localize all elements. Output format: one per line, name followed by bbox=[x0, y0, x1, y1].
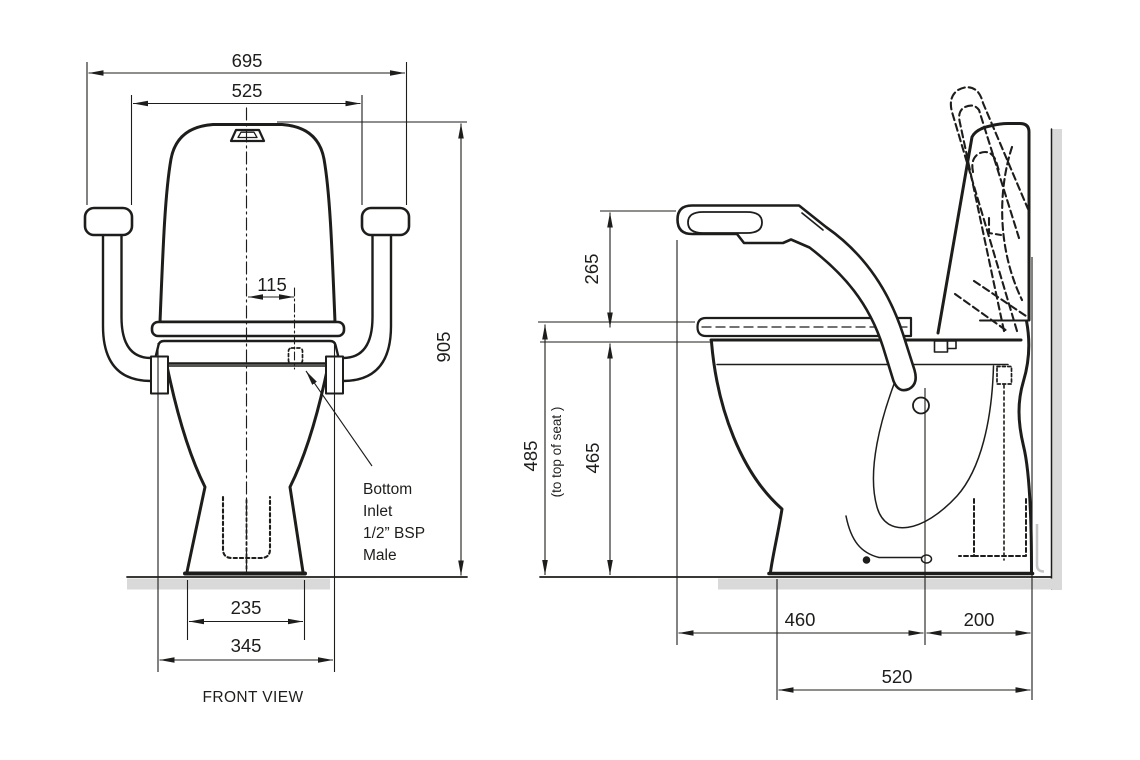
inlet-dashed-side bbox=[996, 365, 1013, 385]
armrest-left-pad bbox=[83, 206, 134, 237]
inlet-note-line3: 1/2” BSP bbox=[363, 525, 425, 542]
wall-shadow bbox=[1051, 129, 1062, 590]
bowl-inner-profile bbox=[872, 365, 995, 529]
dim-base-to-wall: 520 bbox=[776, 579, 1031, 700]
inlet-note-line4: Male bbox=[363, 547, 397, 564]
dim-between-armrests-label: 525 bbox=[232, 80, 263, 101]
dim-floor-to-seat: 485 (to top of seat ) bbox=[520, 321, 695, 575]
dim-base-width-label: 345 bbox=[231, 635, 262, 656]
dim-base-to-wall-label: 520 bbox=[882, 666, 913, 687]
flush-button bbox=[229, 128, 266, 143]
dim-base-width: 345 bbox=[157, 343, 336, 672]
dim-outlet-base-width: 235 bbox=[186, 580, 306, 640]
dim-floor-to-pan-label: 465 bbox=[582, 443, 603, 474]
dim-hinge-to-wall-label: 200 bbox=[964, 609, 995, 630]
armrest-right-pad bbox=[360, 206, 411, 237]
dim-overall-width-label: 695 bbox=[232, 50, 263, 71]
dim-armrest-above-seat: 265 bbox=[581, 210, 676, 328]
bottom-inlet-leader-arrow bbox=[305, 370, 373, 467]
dim-floor-to-pan: 465 bbox=[540, 341, 711, 575]
inlet-note-line1: Bottom bbox=[363, 481, 412, 498]
raised-seat-lid-dashed bbox=[949, 86, 1031, 333]
front-view: 695 525 115 905 235 bbox=[83, 50, 468, 706]
dim-hinge-to-wall: 200 bbox=[926, 257, 1033, 700]
floor-fixing-detail bbox=[845, 515, 928, 559]
front-view-caption: FRONT VIEW bbox=[202, 689, 303, 706]
side-floor-shadow bbox=[718, 578, 1062, 590]
inlet-note-line2: Inlet bbox=[363, 503, 393, 520]
side-view: 265 485 (to top of seat ) 465 460 200 bbox=[520, 86, 1062, 700]
front-pedestal bbox=[165, 364, 330, 576]
dim-front-to-hinge: 460 bbox=[676, 240, 926, 645]
side-seat bbox=[696, 316, 913, 338]
dim-floor-to-seat-label: 485 bbox=[520, 441, 541, 472]
dim-armrest-above-seat-label: 265 bbox=[581, 254, 602, 285]
hinge-bolt bbox=[912, 396, 930, 415]
dim-floor-to-seat-note: (to top of seat ) bbox=[549, 407, 564, 498]
pan-wall-shadow bbox=[1035, 524, 1045, 573]
dim-inlet-offset-label: 115 bbox=[257, 274, 287, 295]
bottom-inlet-dashed-port bbox=[287, 347, 304, 365]
bottom-inlet-annotation: Bottom Inlet 1/2” BSP Male bbox=[287, 347, 425, 564]
side-cistern bbox=[936, 122, 1031, 335]
armrest-left-front bbox=[83, 206, 169, 395]
armrest-pad-detail bbox=[687, 211, 763, 234]
dim-between-armrests: 525 bbox=[130, 80, 363, 205]
armrest-right-front bbox=[325, 206, 411, 395]
outlet-dashed-side bbox=[958, 498, 1027, 557]
dim-outlet-base-width-label: 235 bbox=[231, 597, 262, 618]
dim-overall-height: 905 bbox=[277, 121, 467, 576]
armrest-side bbox=[676, 204, 930, 415]
front-cistern bbox=[158, 123, 337, 324]
seat-hinge-block bbox=[933, 340, 949, 353]
front-hinge-bar bbox=[150, 320, 346, 338]
front-floor-shadow bbox=[127, 578, 330, 590]
side-pan bbox=[709, 319, 1035, 576]
dim-inlet-offset: 115 bbox=[248, 274, 296, 370]
dim-overall-height-label: 905 bbox=[433, 332, 454, 363]
dim-front-to-hinge-label: 460 bbox=[785, 609, 816, 630]
dim-overall-width: 695 bbox=[86, 50, 408, 205]
